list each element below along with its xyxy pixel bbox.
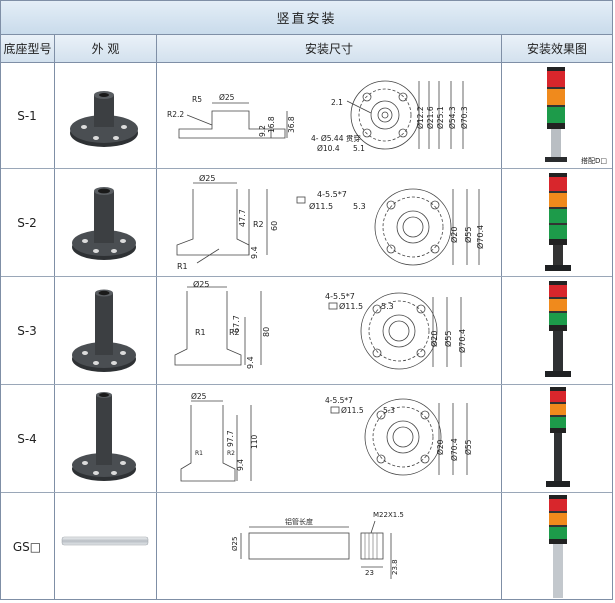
dim-label: 47.7 bbox=[238, 209, 247, 227]
dim-label: Ø20 bbox=[436, 439, 445, 455]
header-appearance: 外 观 bbox=[55, 35, 156, 63]
dim-label: 110 bbox=[250, 434, 259, 449]
dim-label: 5.1 bbox=[353, 144, 365, 153]
dim-label: 36.8 bbox=[287, 116, 296, 133]
dim-label: Ø20 bbox=[429, 331, 439, 347]
model-label: S-1 bbox=[17, 108, 37, 123]
dim-label: 4- Ø5.44 贯穿 bbox=[311, 133, 361, 143]
dim-label: Ø70.3 bbox=[460, 106, 469, 129]
dim-label: Ø11.5 bbox=[339, 301, 363, 311]
dimension-drawing-s4: Ø25 97.7 110 R1 R2 9.4 4-5.5*7 Ø11.5 5.3… bbox=[180, 392, 473, 482]
dim-label: R1 bbox=[195, 328, 206, 337]
model-label: GS□ bbox=[12, 539, 42, 554]
lamp-effect-s3 bbox=[545, 281, 571, 377]
dim-label: Ø25 bbox=[199, 173, 215, 183]
dim-label: 16.8 bbox=[267, 116, 276, 133]
row-divider bbox=[1, 276, 612, 277]
dim-label: Ø20 bbox=[449, 227, 459, 243]
dim-label: Ø25 bbox=[219, 93, 235, 102]
dim-label: 23 bbox=[365, 569, 374, 577]
dim-label: Ø54.3 bbox=[448, 106, 457, 129]
row-divider bbox=[1, 168, 612, 169]
base-photo-s4 bbox=[72, 392, 136, 481]
dim-label: 5.3 bbox=[383, 406, 395, 415]
dim-label: Ø55 bbox=[463, 227, 473, 243]
row-divider bbox=[1, 492, 612, 493]
dim-label: 铝管长度 bbox=[285, 517, 313, 526]
dim-label: 2.1 bbox=[331, 98, 343, 107]
dim-label: Ø70.4 bbox=[475, 225, 485, 249]
dim-label: 4-5.5*7 bbox=[325, 396, 353, 405]
header-model: 底座型号 bbox=[1, 35, 54, 63]
dim-label: R2 bbox=[229, 328, 240, 337]
dim-label: 23.8 bbox=[391, 559, 399, 575]
row-divider bbox=[1, 384, 612, 385]
dim-label: Ø70.4 bbox=[450, 438, 459, 461]
dimension-drawing-s3: Ø25 R1 67.7 80 R2 9.4 4-5.5*7 Ø11.5 5.3 … bbox=[174, 279, 467, 370]
dim-label: 4-5.5*7 bbox=[317, 190, 347, 199]
col-divider bbox=[54, 35, 55, 600]
dim-label: 97.7 bbox=[226, 430, 235, 447]
base-photo-s3 bbox=[72, 289, 136, 372]
model-label: S-3 bbox=[17, 323, 37, 338]
dim-label: 9.4 bbox=[236, 459, 245, 471]
base-photo-s1 bbox=[70, 91, 138, 147]
dim-label: Ø25 bbox=[231, 537, 239, 551]
dim-label: R2 bbox=[227, 450, 235, 457]
col-divider bbox=[501, 35, 502, 600]
base-photo-s2 bbox=[72, 187, 136, 260]
dim-label: 5.3 bbox=[353, 202, 366, 211]
dim-label: R2 bbox=[253, 220, 264, 229]
lamp-effect-s4 bbox=[546, 387, 570, 487]
dim-label: Ø55 bbox=[464, 439, 473, 455]
dim-label: Ø10.4 bbox=[317, 144, 340, 153]
dim-label: Ø11.5 bbox=[309, 201, 333, 211]
dim-label: 80 bbox=[262, 327, 271, 337]
header-dimensions: 安装尺寸 bbox=[157, 35, 501, 63]
dim-label: Ø55 bbox=[443, 331, 453, 347]
dimension-drawing-s1: R5 R2.2 Ø25 16.8 36.8 9.2 2.1 Ø12.2 Ø21.… bbox=[167, 80, 469, 153]
dim-label: R1 bbox=[177, 262, 188, 271]
aluminum-tube-photo bbox=[61, 536, 149, 546]
col-divider bbox=[156, 35, 157, 600]
dim-label: Ø25.1 bbox=[436, 106, 445, 129]
dim-label: R2.2 bbox=[167, 110, 184, 119]
dim-label: Ø25 bbox=[193, 279, 209, 289]
dim-label: 60 bbox=[270, 221, 279, 231]
dim-label: 67.7 bbox=[232, 315, 241, 333]
lamp-effect-s2 bbox=[545, 173, 571, 271]
dim-label: Ø70.4 bbox=[457, 329, 467, 353]
page-title: 竖直安装 bbox=[1, 1, 612, 35]
dimension-drawing-gs: 铝管长度 M22X1.5 Ø25 23 23.8 bbox=[231, 511, 404, 579]
dim-label: R1 bbox=[195, 450, 203, 457]
dimension-drawing-s2: Ø25 47.7 R2 60 9.4 R1 4-5.5*7 Ø11.5 5.3 … bbox=[176, 173, 485, 271]
lamp-effect-s1: 搭配D□ bbox=[545, 67, 607, 165]
dim-label: 4-5.5*7 bbox=[325, 292, 355, 301]
model-label: S-2 bbox=[17, 215, 37, 230]
header-effect: 安装效果图 bbox=[502, 35, 612, 63]
model-label: S-4 bbox=[17, 431, 37, 446]
dim-label: 5.3 bbox=[381, 302, 394, 311]
lamp-effect-gs bbox=[549, 495, 567, 598]
dim-label: Ø21.6 bbox=[426, 106, 435, 129]
dim-label: Ø12.2 bbox=[416, 106, 425, 129]
dim-label: R5 bbox=[192, 95, 202, 104]
dim-label: 9.4 bbox=[250, 246, 259, 259]
dim-label: M22X1.5 bbox=[373, 511, 404, 519]
dim-label: 9.4 bbox=[246, 356, 255, 369]
dim-label: 9.2 bbox=[258, 125, 267, 137]
dim-label: Ø11.5 bbox=[341, 406, 364, 415]
dim-label: Ø25 bbox=[191, 392, 207, 401]
mount-note: 搭配D□ bbox=[581, 156, 607, 165]
